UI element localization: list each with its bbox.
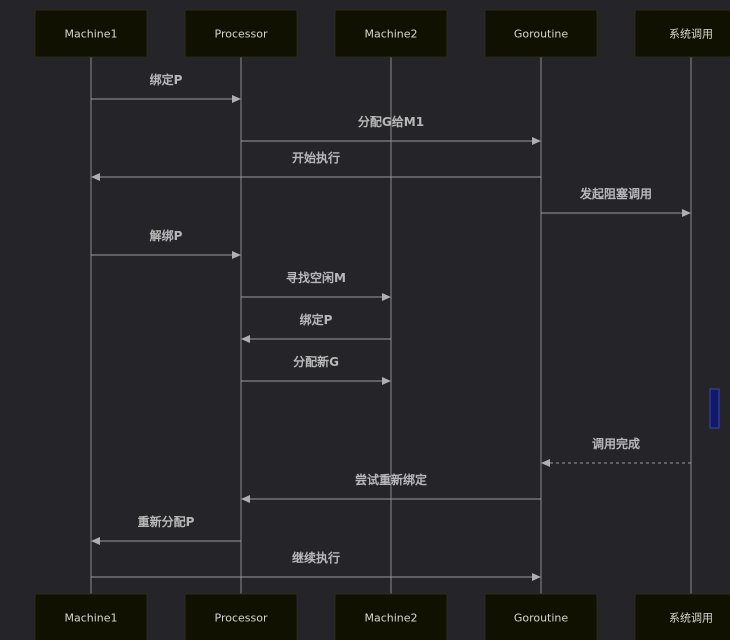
message-9: 调用完成 [541, 436, 691, 467]
actor-p-bottom: Processor [184, 593, 298, 640]
actor-box [634, 9, 730, 58]
message-label: 尝试重新绑定 [355, 472, 427, 487]
actor-label: Processor [215, 612, 268, 625]
arrowhead-icon [232, 251, 241, 259]
message-7: 绑定P [241, 312, 391, 343]
actor-label: 系统调用 [669, 28, 713, 41]
actor-box [34, 593, 148, 640]
message-label: 重新分配P [138, 514, 195, 529]
arrowhead-icon [541, 459, 550, 467]
actor-label: Machine2 [364, 612, 417, 625]
message-label: 绑定P [300, 312, 333, 327]
message-6: 寻找空闲M [241, 270, 391, 301]
message-1: 绑定P [91, 72, 241, 103]
actor-box [34, 9, 148, 58]
arrowhead-icon [91, 173, 100, 181]
actor-sys-bottom: 系统调用 [634, 593, 730, 640]
actor-box [484, 9, 598, 58]
actor-label: Goroutine [514, 612, 569, 625]
actor-label: 系统调用 [669, 612, 713, 625]
actor-m1-top: Machine1 [34, 9, 148, 58]
message-3: 开始执行 [91, 150, 541, 181]
arrowhead-icon [241, 335, 250, 343]
message-label: 解绑P [150, 228, 183, 243]
message-2: 分配G给M1 [241, 114, 541, 145]
arrowhead-icon [241, 495, 250, 503]
actor-label: Machine2 [364, 28, 417, 41]
actor-label: Machine1 [64, 28, 117, 41]
message-label: 分配新G [293, 354, 339, 369]
actor-box [184, 9, 298, 58]
arrowhead-icon [682, 209, 691, 217]
actor-box [184, 593, 298, 640]
actor-label: Processor [215, 28, 268, 41]
message-12: 继续执行 [91, 550, 541, 581]
message-11: 重新分配P [91, 514, 241, 545]
actor-box [484, 593, 598, 640]
actor-g-bottom: Goroutine [484, 593, 598, 640]
message-label: 发起阻塞调用 [579, 186, 652, 201]
message-label: 调用完成 [592, 436, 640, 451]
message-5: 解绑P [91, 228, 241, 259]
activation-bar [709, 388, 720, 429]
arrowhead-icon [232, 95, 241, 103]
actor-m1-bottom: Machine1 [34, 593, 148, 640]
actor-box [334, 9, 448, 58]
actor-box [634, 593, 730, 640]
actor-m2-top: Machine2 [334, 9, 448, 58]
arrowhead-icon [532, 137, 541, 145]
message-4: 发起阻塞调用 [541, 186, 691, 217]
arrowhead-icon [382, 293, 391, 301]
actor-label: Machine1 [64, 612, 117, 625]
message-label: 绑定P [150, 72, 183, 87]
actor-m2-bottom: Machine2 [334, 593, 448, 640]
message-10: 尝试重新绑定 [241, 472, 541, 503]
actor-sys-top: 系统调用 [634, 9, 730, 58]
message-label: 继续执行 [292, 550, 340, 565]
actor-p-top: Processor [184, 9, 298, 58]
message-label: 寻找空闲M [286, 270, 346, 285]
message-label: 开始执行 [292, 150, 340, 165]
message-label: 分配G给M1 [358, 114, 424, 129]
arrowhead-icon [382, 377, 391, 385]
actor-g-top: Goroutine [484, 9, 598, 58]
actor-label: Goroutine [514, 28, 569, 41]
actor-box [334, 593, 448, 640]
arrowhead-icon [91, 537, 100, 545]
arrowhead-icon [532, 573, 541, 581]
message-8: 分配新G [241, 354, 391, 385]
